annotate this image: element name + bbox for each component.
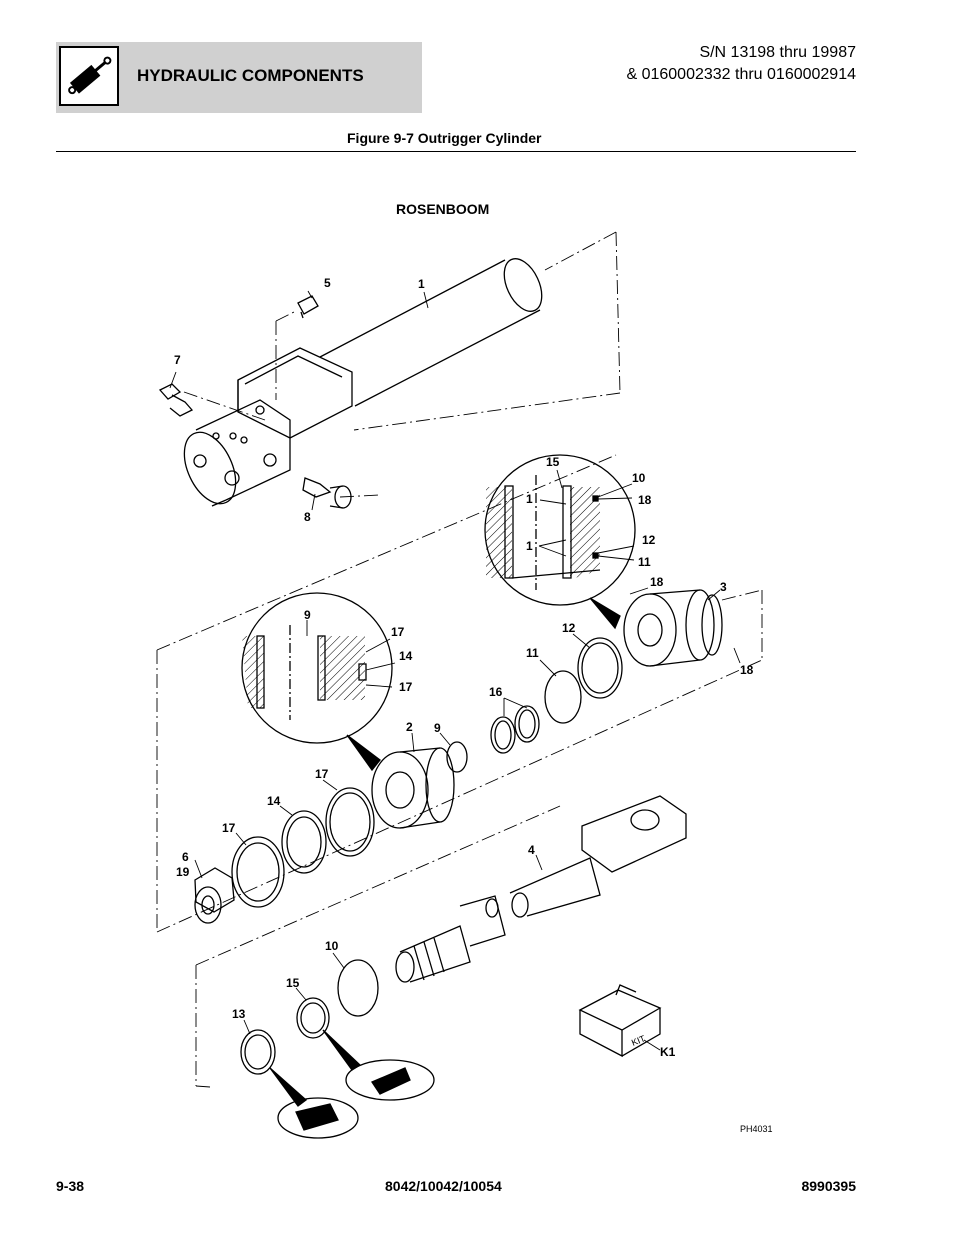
section-heading: HYDRAULIC COMPONENTS bbox=[137, 66, 364, 85]
callout-10: 10 bbox=[325, 939, 339, 953]
photo-reference: PH4031 bbox=[740, 1124, 773, 1134]
header-rule bbox=[56, 151, 856, 152]
callout-1-detail-b: 1 bbox=[526, 539, 533, 553]
fitting-7 bbox=[158, 383, 194, 417]
ring-15 bbox=[296, 997, 330, 1039]
wear-ring-12 bbox=[577, 637, 623, 699]
callout-15-detail: 15 bbox=[546, 455, 560, 469]
callout-12-detail: 12 bbox=[642, 533, 656, 547]
page-number: 9-38 bbox=[56, 1178, 85, 1194]
manufacturer-label: ROSENBOOM bbox=[396, 201, 490, 217]
hydraulic-cylinder-icon bbox=[59, 46, 119, 106]
callout-9-detail: 9 bbox=[304, 608, 311, 622]
callout-1-detail-a: 1 bbox=[526, 492, 533, 506]
callout-11-detail: 11 bbox=[638, 555, 651, 569]
callout-18-detail: 18 bbox=[638, 493, 652, 507]
piston bbox=[623, 589, 723, 667]
callout-17-a: 17 bbox=[315, 767, 329, 781]
backup-ring-16b bbox=[514, 705, 540, 743]
callout-k1: K1 bbox=[660, 1045, 676, 1059]
piston-rod bbox=[395, 795, 687, 983]
wiper-17b bbox=[231, 836, 285, 908]
locknut bbox=[194, 867, 235, 924]
ring-13 bbox=[240, 1029, 276, 1075]
cylinder-barrel bbox=[183, 258, 543, 507]
detail-ring-13 bbox=[269, 1067, 359, 1139]
document-number: 8990395 bbox=[801, 1178, 856, 1194]
callout-8: 8 bbox=[304, 510, 311, 524]
fitting-8 bbox=[302, 477, 352, 509]
callout-19: 19 bbox=[176, 865, 190, 879]
centerline-group bbox=[156, 231, 763, 1088]
backup-ring-16a bbox=[490, 716, 516, 754]
rod-seal-14 bbox=[281, 810, 327, 874]
kit-box-icon bbox=[578, 984, 662, 1058]
callout-12: 12 bbox=[562, 621, 576, 635]
callout-4: 4 bbox=[528, 843, 535, 857]
serial-line-1: S/N 13198 thru 19987 bbox=[699, 44, 856, 61]
callout-10-detail: 10 bbox=[632, 471, 646, 485]
wiper-17a bbox=[325, 787, 375, 857]
callout-5: 5 bbox=[324, 276, 331, 290]
callout-labels: 5 1 7 8 15 10 18 1 1 12 11 18 3 9 17 14 … bbox=[174, 276, 754, 1059]
callout-17-detail-a: 17 bbox=[391, 625, 405, 639]
figure-title: Figure 9-7 Outrigger Cylinder bbox=[347, 130, 542, 146]
serial-line-2: & 0160002332 thru 0160002914 bbox=[626, 66, 856, 83]
callout-13: 13 bbox=[232, 1007, 246, 1021]
leader-lines bbox=[169, 290, 741, 1051]
callout-2: 2 bbox=[406, 720, 413, 734]
callout-18-b: 18 bbox=[740, 663, 754, 677]
callout-9: 9 bbox=[434, 721, 441, 735]
rod-gland bbox=[371, 747, 455, 829]
serial-range: S/N 13198 thru 19987 & 0160002332 thru 0… bbox=[626, 42, 856, 86]
detail-ring-15 bbox=[322, 1029, 435, 1101]
seal-10 bbox=[337, 959, 379, 1017]
callout-14-detail: 14 bbox=[399, 649, 413, 663]
detail-gland-section bbox=[241, 592, 393, 772]
callout-3: 3 bbox=[720, 580, 727, 594]
callout-15: 15 bbox=[286, 976, 300, 990]
kit-box-label: KIT bbox=[630, 1033, 647, 1048]
callout-7: 7 bbox=[174, 353, 181, 367]
callout-6: 6 bbox=[182, 850, 189, 864]
fitting-5 bbox=[297, 295, 319, 319]
callout-1: 1 bbox=[418, 277, 425, 291]
callout-17-detail-b: 17 bbox=[399, 680, 413, 694]
callout-11: 11 bbox=[526, 646, 539, 660]
callout-16: 16 bbox=[489, 685, 503, 699]
detail-piston-section bbox=[484, 454, 636, 630]
callout-17-b: 17 bbox=[222, 821, 236, 835]
callout-18-a: 18 bbox=[650, 575, 664, 589]
callout-14: 14 bbox=[267, 794, 281, 808]
o-ring-9 bbox=[446, 741, 468, 773]
seal-11 bbox=[544, 670, 582, 724]
model-numbers: 8042/10042/10054 bbox=[385, 1178, 502, 1194]
